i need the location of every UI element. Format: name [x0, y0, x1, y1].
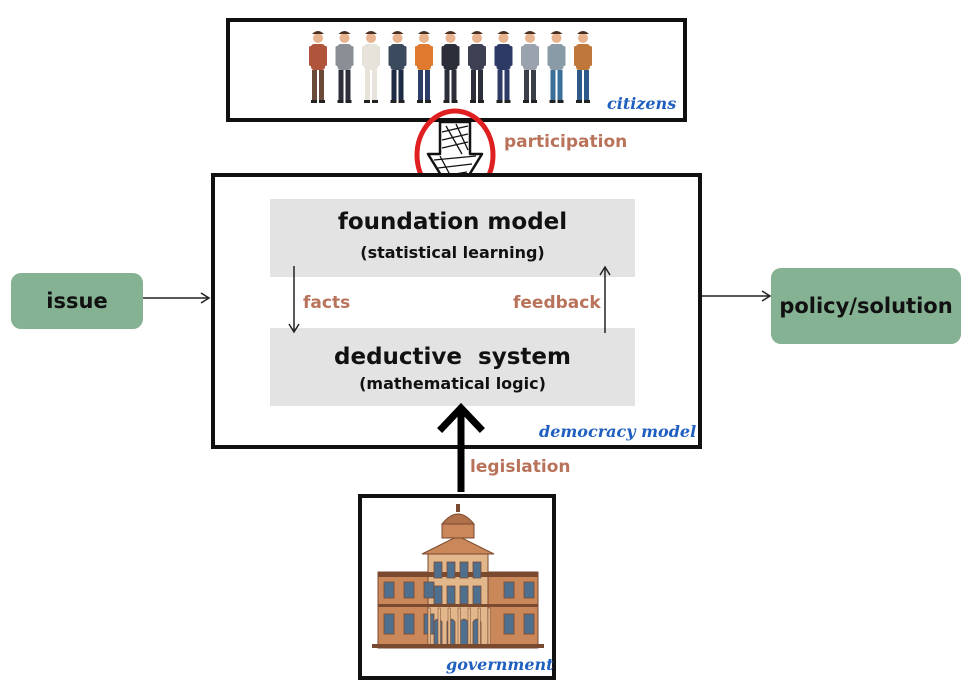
policy-solution-label: policy/solution [779, 294, 953, 318]
foundation-model-panel: foundation model (statistical learning) [270, 199, 635, 277]
democracy-model-box: foundation model (statistical learning) … [211, 173, 702, 449]
citizens-box: citizens [226, 18, 687, 122]
government-box: government [358, 494, 556, 680]
government-building-illustration [372, 504, 544, 649]
government-label: government [446, 655, 554, 674]
feedback-arrow-icon [599, 265, 611, 333]
model-to-policy-arrow [702, 290, 772, 302]
issue-label: issue [46, 289, 108, 313]
facts-label: facts [303, 293, 351, 313]
issue-to-model-arrow [143, 292, 211, 304]
legislation-label: legislation [470, 457, 571, 477]
foundation-model-title: foundation model [337, 209, 568, 235]
citizens-label: citizens [607, 94, 677, 113]
legislation-arrow-icon [437, 402, 485, 492]
deductive-system-subtitle: (mathematical logic) [359, 374, 546, 393]
issue-box: issue [11, 273, 143, 329]
feedback-label: feedback [513, 293, 601, 313]
citizens-people-illustration [309, 31, 592, 103]
democracy-model-label: democracy model [539, 422, 697, 441]
deductive-system-panel: deductive system (mathematical logic) [270, 328, 635, 406]
facts-arrow-icon [288, 266, 300, 334]
deductive-system-title: deductive system [334, 344, 571, 370]
foundation-model-subtitle: (statistical learning) [360, 243, 545, 262]
policy-solution-box: policy/solution [771, 268, 961, 344]
participation-label: participation [504, 132, 628, 152]
